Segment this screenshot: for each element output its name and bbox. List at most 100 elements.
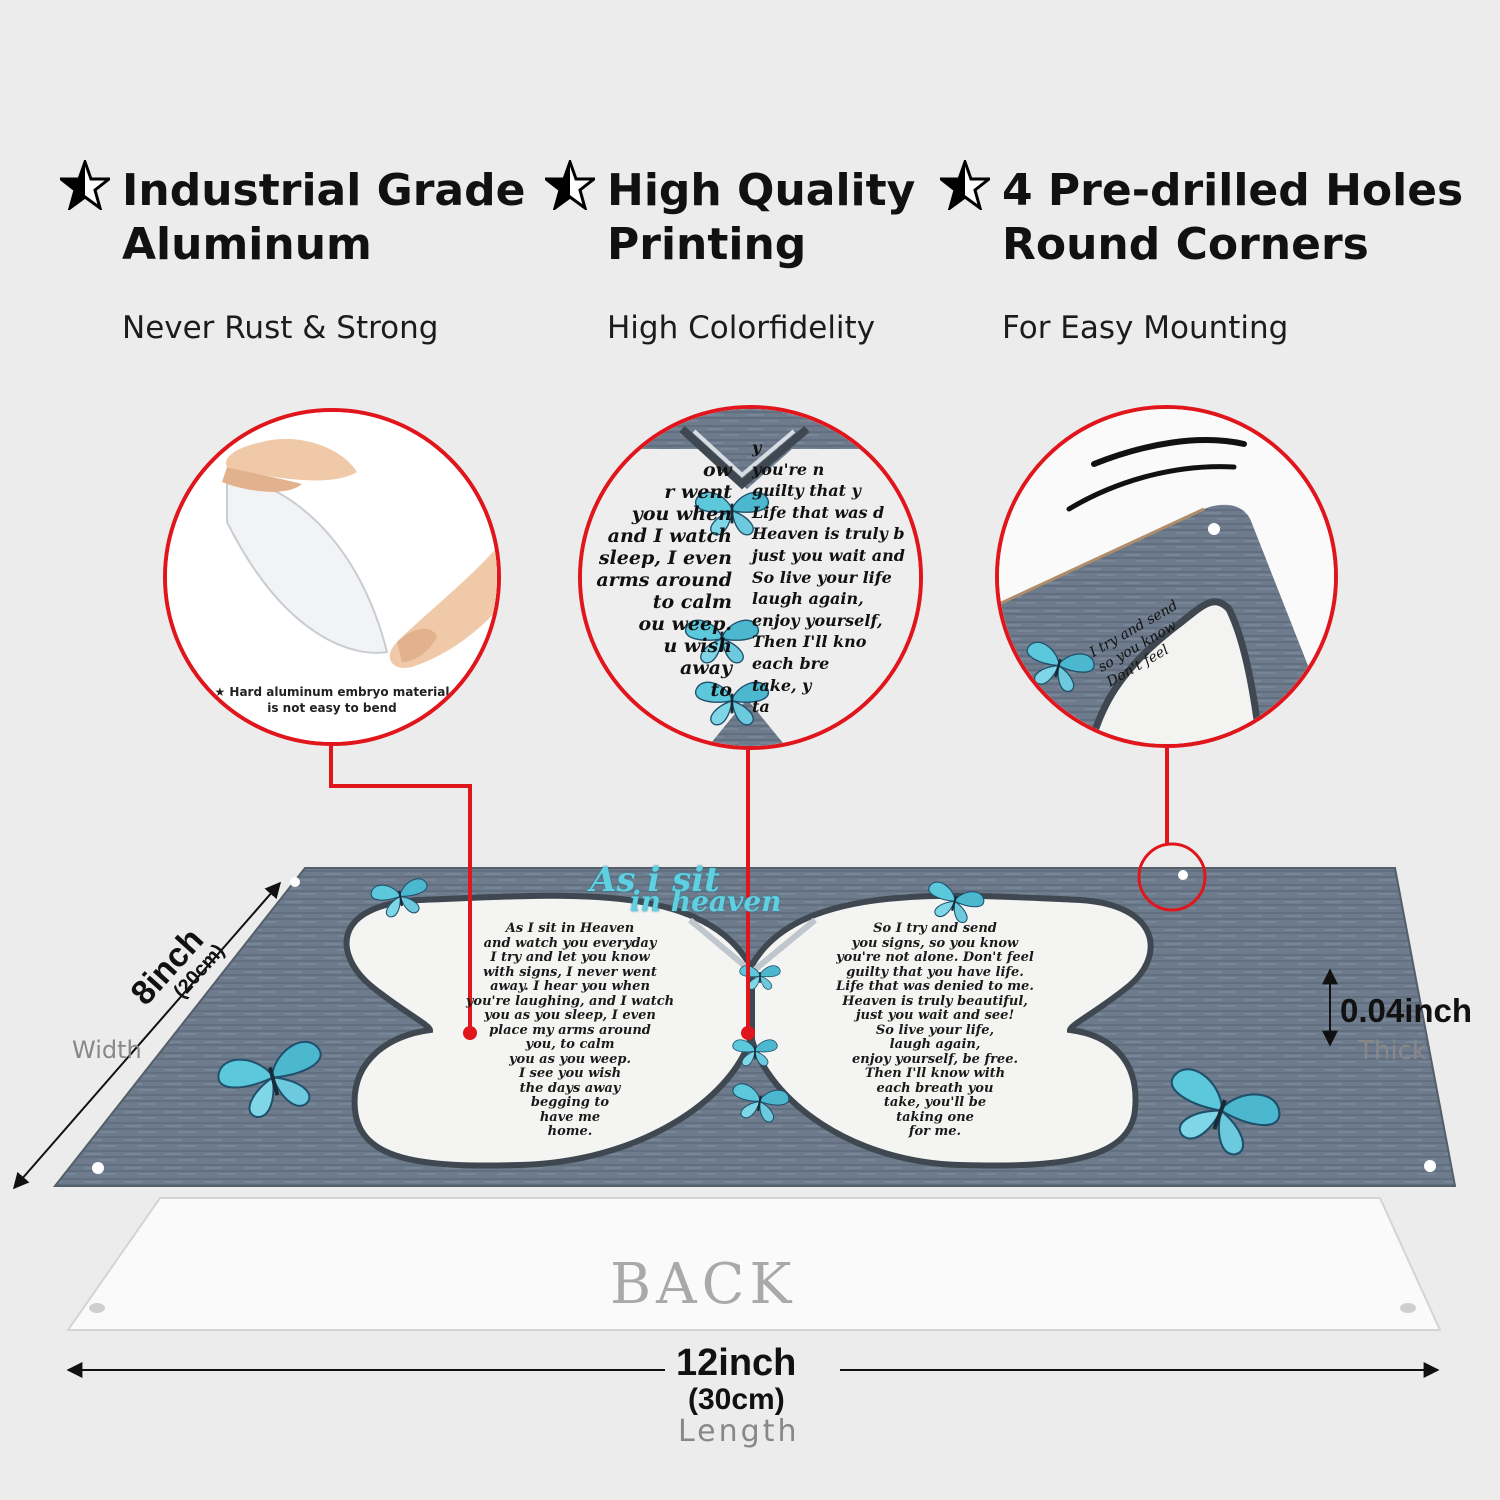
poem-line: enjoy yourself, be free. [852, 1051, 1018, 1067]
poem-line: I see you wish [518, 1066, 622, 1081]
poem-line: take, you'll be [883, 1095, 987, 1110]
poem-line: to [710, 679, 732, 701]
poem-line: Then I'll know with [864, 1066, 1006, 1081]
bending-plate-illustration [167, 412, 497, 742]
print-detail-illustration [582, 409, 919, 746]
poem-line: away [679, 657, 732, 679]
bend-note-line1: ★ Hard aluminum embryo material [214, 685, 450, 699]
nautical-star-icon [545, 160, 595, 210]
poem-line: laugh again, [889, 1037, 981, 1052]
leader-lines [329, 745, 1169, 1033]
poem-line: for me. [908, 1124, 962, 1139]
poem-line: ow [702, 459, 732, 481]
corner-detail-illustration [999, 409, 1334, 744]
poem-line: ou weep. [638, 613, 732, 635]
feature-title-line1: 4 Pre-drilled Holes [1002, 165, 1464, 216]
poem-line: laugh again, [752, 589, 864, 609]
bend-note: ★ Hard aluminum embryo material is not e… [167, 684, 497, 716]
poem-line: to calm [652, 591, 732, 613]
thickness-value: 0.04inch [1340, 992, 1473, 1029]
sign-heading-line1: As i sit [590, 860, 720, 900]
length-value: 12inch [676, 1342, 797, 1384]
length-caption: Length [678, 1414, 800, 1449]
poem-line: So I try and send [873, 921, 997, 936]
feature-subtitle: For Easy Mounting [1002, 310, 1289, 346]
feature-title: High Quality Printing [607, 164, 915, 272]
feature-title-line2: Round Corners [1002, 219, 1369, 270]
poem-line: you as you sleep, I even [484, 1008, 656, 1023]
feature-subtitle: High Colorfidelity [607, 310, 876, 346]
feature-title-line1: High Quality [607, 165, 916, 216]
poem-line: taking one [896, 1109, 974, 1125]
sign-heading: As i sit in heaven [580, 862, 910, 916]
poem-line: just you wait and see! [855, 1008, 1015, 1023]
feature-title: Industrial Grade Aluminum [122, 164, 525, 272]
back-plate [66, 1197, 1442, 1331]
poem-line: have me [539, 1109, 601, 1125]
poem-line: As I sit in Heaven [505, 921, 635, 936]
leader-dot [463, 1026, 477, 1040]
back-label: BACK [610, 1252, 797, 1317]
width-arrow [12, 881, 282, 1190]
poem-line: enjoy yourself, [752, 610, 883, 630]
poem-line: ta [752, 697, 770, 717]
feature-title-line2: Aluminum [122, 219, 372, 270]
poem-line: you as you weep. [508, 1051, 632, 1067]
poem-line: each bre [752, 653, 830, 673]
poem-line: u wish [663, 635, 732, 657]
poem-line: sleep, I even [598, 547, 732, 569]
nautical-star-icon [60, 160, 110, 210]
poem-line: each breath you [876, 1080, 994, 1096]
leader-dot [741, 1026, 755, 1040]
poem-line: home. [547, 1124, 593, 1139]
poem-line: I try and let you know [490, 950, 650, 965]
poem-line: Heaven is truly b [752, 524, 905, 544]
length-metric: (30cm) [688, 1383, 785, 1416]
feature-title-line1: Industrial Grade [122, 165, 526, 216]
poem-line: guilty that you have life. [846, 964, 1024, 980]
poem-line: take, y [752, 675, 812, 695]
poem-line: and watch you everyday [483, 935, 657, 951]
poem-line: you're not alone. Don't feel [836, 950, 1034, 965]
width-caption: Width [72, 1036, 142, 1064]
poem-line: So live your life, [875, 1022, 995, 1038]
poem-line: y [752, 438, 762, 457]
feature-title-line2: Printing [607, 219, 807, 270]
metal-sign [52, 867, 1457, 1187]
sign-heading-line2: in heaven [630, 885, 782, 918]
poem-line: Heaven is truly beautiful, [842, 993, 1028, 1009]
feature-title: 4 Pre-drilled Holes Round Corners [1002, 164, 1463, 272]
poem-line: you, to calm [525, 1037, 615, 1052]
poem-line: you're laughing, and I watch [465, 993, 675, 1009]
poem-line: away. I hear you when [490, 979, 650, 994]
poem-line: the days away [519, 1080, 621, 1096]
poem-line: r went [664, 481, 732, 503]
poem-line: and I watch [607, 525, 732, 547]
hole-highlight-circle [1137, 842, 1207, 912]
poem-line: begging to [530, 1095, 610, 1110]
bend-note-line2: is not easy to bend [267, 701, 397, 715]
poem-line: you when [631, 503, 732, 525]
poem-line: you signs, so you know [851, 935, 1019, 951]
poem-line: just you wait and [752, 545, 905, 565]
poem-line: Then I'll kno [752, 632, 867, 652]
poem-line: So live your life [752, 567, 892, 587]
poem-line: place my arms around [489, 1022, 651, 1038]
butterfly-panel [343, 892, 1154, 1169]
poem-line: arms around [596, 569, 732, 591]
poem-line: you're n [752, 459, 825, 479]
thickness-caption: Thick [1358, 1036, 1427, 1066]
poem-line: guilty that y [752, 481, 861, 501]
poem-line: with signs, I never went [483, 964, 657, 980]
poem-line: Life that was denied to me. [836, 979, 1034, 994]
nautical-star-icon [940, 160, 990, 210]
zoom-circle-bend: ★ Hard aluminum embryo material is not e… [163, 408, 501, 746]
feature-subtitle: Never Rust & Strong [122, 310, 439, 346]
